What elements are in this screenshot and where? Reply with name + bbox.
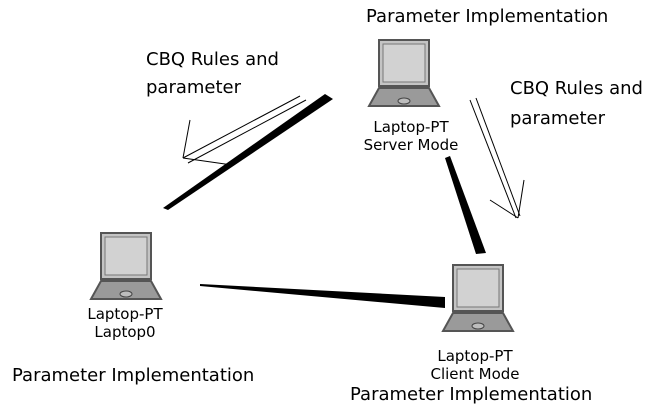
link-laptop0-client (200, 284, 445, 308)
laptop0-name: Laptop0 (94, 323, 156, 341)
link-server-laptop0 (163, 94, 333, 210)
cbq-left-line1: CBQ Rules and (146, 49, 279, 70)
laptop0-model: Laptop-PT (87, 305, 163, 323)
cbq-right-line1: CBQ Rules and (510, 78, 643, 99)
cbq-right-label: CBQ Rules and parameter (510, 74, 643, 134)
client-model: Laptop-PT (437, 347, 513, 365)
client-parameter-label: Parameter Implementation (350, 384, 593, 405)
server-node-label: Laptop-PT Server Mode (346, 118, 476, 154)
server-parameter-label: Parameter Implementation (366, 6, 609, 27)
laptop-icon[interactable] (441, 264, 515, 332)
cbq-right-arrow (469, 97, 525, 219)
laptop0-node-label: Laptop-PT Laptop0 (60, 305, 190, 341)
client-node-label: Laptop-PT Client Mode (410, 347, 540, 383)
laptop-icon[interactable] (89, 232, 163, 300)
link-server-client (445, 156, 486, 254)
client-name: Client Mode (430, 365, 520, 383)
server-name: Server Mode (363, 136, 459, 154)
server-model: Laptop-PT (373, 118, 449, 136)
cbq-left-label: CBQ Rules and parameter (146, 46, 279, 102)
cbq-right-line2: parameter (510, 108, 606, 129)
cbq-left-line2: parameter (146, 77, 242, 98)
cbq-left-arrow (182, 95, 307, 166)
laptop0-parameter-label: Parameter Implementation (12, 365, 255, 386)
laptop-icon[interactable] (367, 39, 441, 107)
